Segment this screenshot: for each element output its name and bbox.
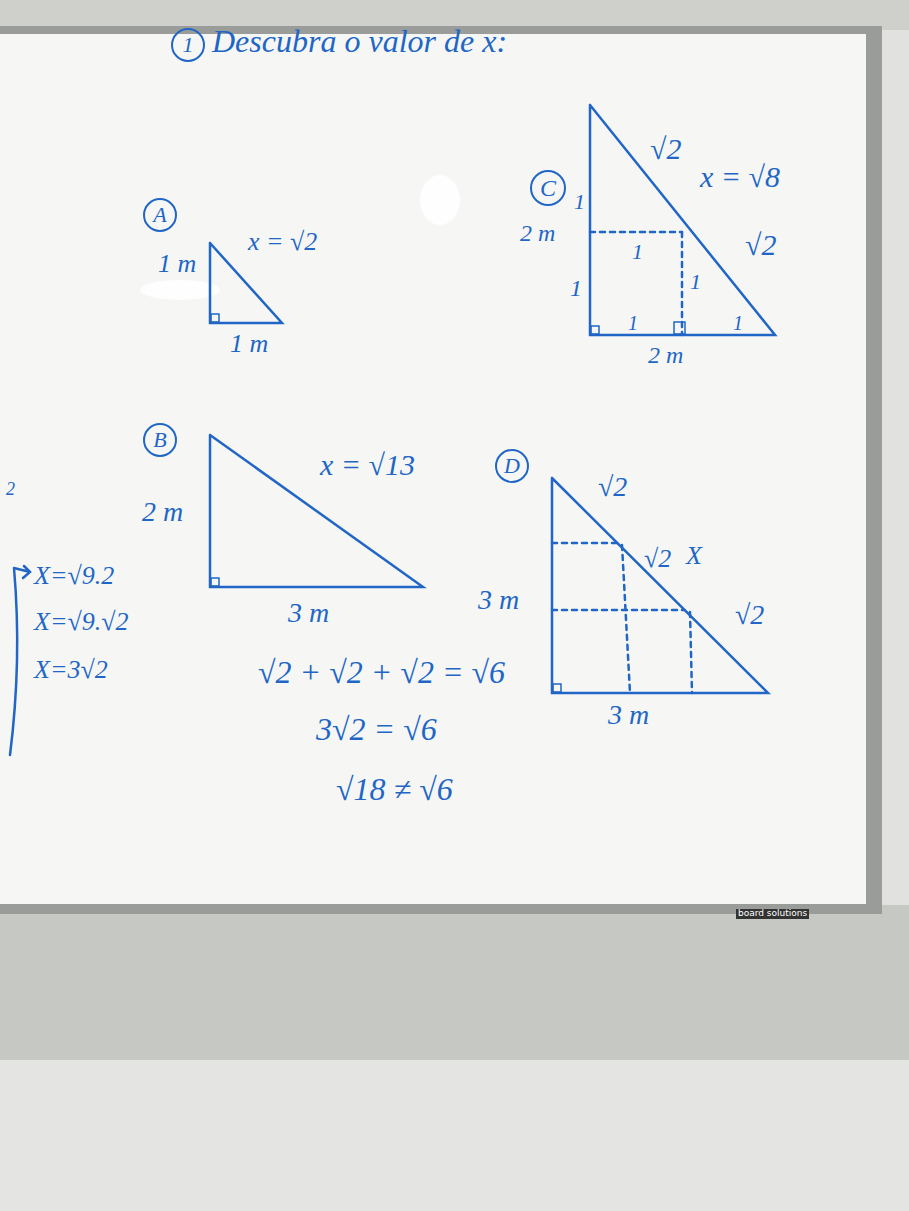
handwritten-label: √2 + √2 + √2 = √6	[258, 655, 505, 690]
handwritten-label: 1	[733, 312, 743, 334]
handwritten-label: x = √2	[248, 228, 317, 257]
brand-logo: board solutions	[736, 909, 809, 919]
handwritten-label: 1 m	[158, 250, 196, 279]
marker-letter: D	[504, 454, 520, 478]
handwritten-label: √2	[735, 600, 764, 631]
handwritten-label: 2 m	[142, 497, 183, 528]
handwritten-label: 3 m	[288, 598, 329, 629]
circled-marker: A	[143, 198, 177, 232]
circled-marker: B	[143, 423, 177, 457]
handwritten-label: 2	[6, 480, 15, 500]
marker-letter: 1	[183, 33, 194, 57]
handwritten-label: X=3√2	[34, 656, 108, 685]
handwritten-label: 3 m	[608, 700, 649, 731]
handwritten-label: 2 m	[648, 342, 683, 368]
marker-letter: C	[540, 175, 556, 201]
handwritten-label: x = √8	[700, 160, 780, 193]
handwritten-label: X=√9.√2	[34, 608, 128, 637]
handwritten-label: √18 ≠ √6	[336, 772, 453, 807]
handwritten-label: 1	[628, 312, 638, 334]
handwritten-label: 1	[632, 240, 643, 264]
handwritten-label: √2	[644, 545, 671, 574]
handwritten-label: 3√2 = √6	[316, 712, 437, 747]
handwritten-label: 1	[570, 275, 582, 301]
handwritten-label: √2	[598, 472, 627, 503]
handwritten-label: 1	[574, 190, 585, 214]
marker-letter: A	[153, 203, 166, 227]
handwritten-label: √2	[745, 228, 776, 261]
title: Descubra o valor de x:	[212, 24, 507, 59]
marker-letter: B	[153, 428, 166, 452]
handwritten-label: √2	[650, 132, 681, 165]
handwritten-label: 2 m	[520, 220, 555, 246]
handwritten-label: 1	[690, 270, 701, 294]
circled-marker: D	[495, 449, 529, 483]
circled-marker: 1	[171, 28, 205, 62]
handwritten-label: 1 m	[230, 330, 268, 359]
handwritten-label: X	[686, 542, 702, 571]
handwritten-label: X=√9.2	[34, 562, 114, 591]
handwritten-label: 3 m	[478, 585, 519, 616]
handwritten-label: x = √13	[320, 448, 415, 481]
circled-marker: C	[530, 170, 566, 206]
